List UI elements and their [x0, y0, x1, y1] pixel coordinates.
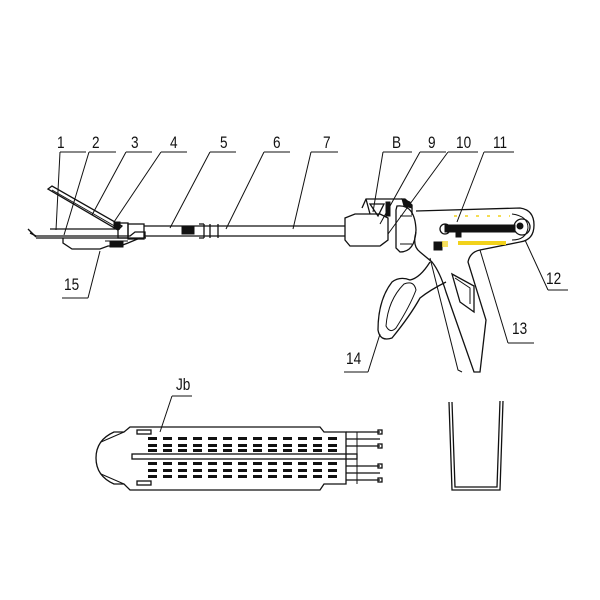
- staple-cartridge: [95, 426, 383, 491]
- jaw-assembly: [27, 185, 146, 250]
- callout-12: 12: [546, 269, 562, 288]
- single-staple: [448, 400, 504, 491]
- handle-body: [344, 198, 535, 373]
- callout-7: 7: [323, 133, 331, 152]
- staple-rows: [148, 437, 337, 478]
- callout-4: 4: [170, 133, 178, 152]
- shaft: [144, 223, 345, 239]
- callout-5: 5: [220, 133, 228, 152]
- callout-1: 1: [57, 133, 65, 152]
- callout-9: 9: [428, 133, 436, 152]
- callout-2: 2: [92, 133, 100, 152]
- callout-14: 14: [346, 349, 362, 368]
- callout-10: 10: [456, 133, 472, 152]
- callout-13: 13: [512, 319, 528, 338]
- callout-6: 6: [273, 133, 281, 152]
- callout-11: 11: [493, 133, 508, 152]
- callout-8: B: [392, 133, 402, 152]
- callout-15: 15: [64, 275, 80, 294]
- callout-16: Jb: [176, 375, 191, 394]
- leader-lines: [55, 151, 568, 433]
- callout-3: 3: [131, 133, 139, 152]
